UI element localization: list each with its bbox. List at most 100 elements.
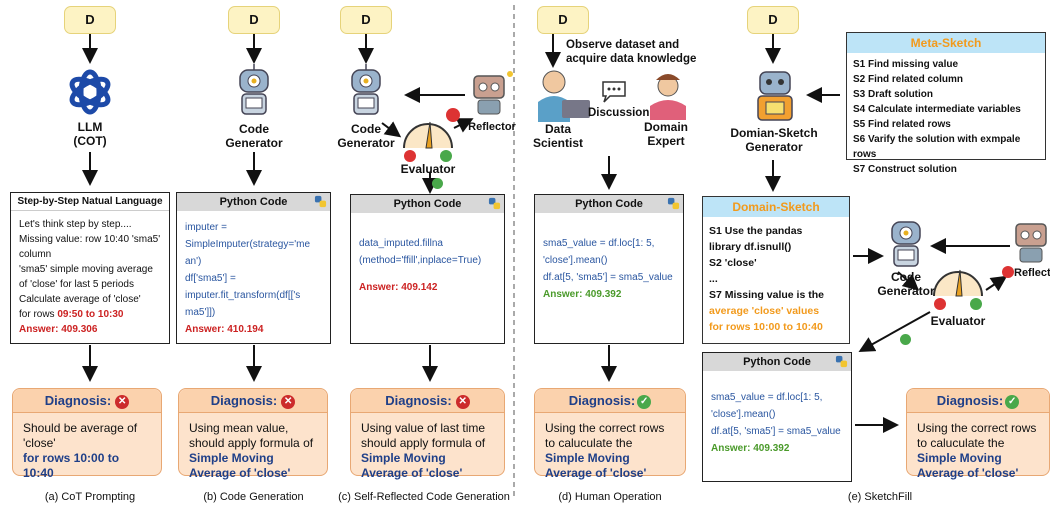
card-title-text: Python Code xyxy=(393,198,462,210)
data-box-c: D xyxy=(340,6,392,34)
code-generator-label: Code Generator xyxy=(877,270,935,298)
data-scientist-text: Data Scientist xyxy=(532,122,583,150)
diagnosis-bold: Simple Moving Average of 'close' xyxy=(361,451,463,480)
domain-step: ... xyxy=(709,273,718,285)
code-generator-robot-icon xyxy=(351,64,381,115)
code-line: ma5']]) xyxy=(185,307,216,318)
evaluator-gauge-icon xyxy=(933,269,983,310)
diagnosis-text: Should be average of 'close' xyxy=(23,421,138,450)
data-box-e: D xyxy=(747,6,799,34)
discussion-label: Discussion xyxy=(588,107,650,119)
diagnosis-title: Diagnosis: xyxy=(385,393,452,408)
code-line: 'close'].mean() xyxy=(543,255,608,266)
llm-label: LLM (COT) xyxy=(73,120,107,148)
cot-rows-prefix: for rows xyxy=(19,309,58,320)
diagnosis-bold: Simple Moving Average of 'close' xyxy=(917,451,1019,480)
evaluator-label: Evaluator xyxy=(400,162,456,176)
diagnosis-body: Using value of last time should apply fo… xyxy=(351,413,504,489)
answer-text: Answer: 409.306 xyxy=(19,324,98,335)
domain-expert-icon xyxy=(650,74,686,120)
sketch-generator-robot-icon xyxy=(757,71,793,121)
diagnosis-header: Diagnosis:✓ xyxy=(907,389,1049,413)
python-icon xyxy=(314,195,327,208)
natural-language-card: Step-by-Step Natual Language Let's think… xyxy=(10,192,170,344)
meta-sketch-title: Meta-Sketch xyxy=(847,33,1045,53)
code-generator-robot-icon xyxy=(891,221,921,267)
data-box-a: D xyxy=(64,6,116,34)
data-box-d: D xyxy=(537,6,589,34)
domain-step-highlight: for rows 10:00 to 10:40 xyxy=(709,321,823,333)
code-line: 'close'].mean() xyxy=(711,409,776,420)
meta-step: S6 Varify the solution with exmpale rows xyxy=(853,134,1021,160)
code-generator-label: Code Generator xyxy=(337,122,395,150)
check-icon: ✓ xyxy=(1005,394,1020,409)
diagnosis-title: Diagnosis: xyxy=(936,393,1004,408)
reflector-label: Reflector xyxy=(468,121,516,133)
answer-text: Answer: 410.194 xyxy=(185,324,264,335)
caption-e: (e) SketchFill xyxy=(847,491,913,503)
sketch-generator-label: Domian-Sketch Generator xyxy=(730,126,818,154)
code-generator-robot-icon xyxy=(239,64,269,115)
diagnosis-header: Diagnosis:✕ xyxy=(351,389,504,413)
meta-step: S3 Draft solution xyxy=(853,89,934,100)
code-line: SimpleImputer(strategy='me xyxy=(185,239,311,250)
code-body: imputer = SimpleImputer(strategy='me an'… xyxy=(177,211,330,346)
diagnosis-title: Diagnosis: xyxy=(210,393,278,408)
cot-line: Let's think step by step.... xyxy=(19,219,132,230)
diagnosis-text: Using mean value, should apply formula o… xyxy=(189,421,314,450)
diagnosis-box-b: Diagnosis:✕ Using mean value, should app… xyxy=(178,388,328,480)
sad-face-icon xyxy=(1002,266,1014,278)
code-line: sma5_value = df.loc[1: 5, xyxy=(711,392,823,403)
domain-step-highlight: average 'close' values xyxy=(709,305,820,317)
check-icon: ✓ xyxy=(637,394,652,409)
card-body: Let's think step by step.... Missing val… xyxy=(11,211,169,343)
answer-text: Answer: 409.392 xyxy=(543,289,622,300)
code-body: sma5_value = df.loc[1: 5, 'close'].mean(… xyxy=(703,371,851,465)
code-body: data_imputed.fillna (method='ffill',inpl… xyxy=(351,213,504,304)
diagnosis-bold: for rows 10:00 to 10:40 xyxy=(23,451,120,480)
happy-face-icon xyxy=(432,178,443,189)
python-code-card-e: Python Code sma5_value = df.loc[1: 5, 'c… xyxy=(702,352,852,482)
cross-icon: ✕ xyxy=(281,394,296,409)
meta-step: S5 Find related rows xyxy=(853,119,951,130)
diagnosis-body: Using the correct rows to caluculate the… xyxy=(535,413,685,489)
domain-step: S1 Use the pandas xyxy=(709,225,803,237)
diagnosis-box-d: Diagnosis:✓ Using the correct rows to ca… xyxy=(534,388,686,480)
code-line: (method='ffill',inplace=True) xyxy=(359,255,482,266)
cot-line: Calculate average of 'close' xyxy=(19,294,141,305)
cross-icon: ✕ xyxy=(115,394,130,409)
caption-a: (a) CoT Prompting xyxy=(44,491,136,503)
diagnosis-text: Using the correct rows to caluculate the xyxy=(545,421,665,450)
meta-step: S4 Calculate intermediate variables xyxy=(853,104,1021,115)
reflector-label: Reflector xyxy=(1014,267,1050,279)
data-box-b: D xyxy=(228,6,280,34)
domain-sketch-box: Domain-Sketch S1 Use the pandas library … xyxy=(702,196,850,344)
diagnosis-title: Diagnosis: xyxy=(44,393,112,408)
diagnosis-bold: Simple Moving Average of 'close' xyxy=(545,451,647,480)
data-scientist-icon xyxy=(538,70,590,122)
caption-b: (b) Code Generation xyxy=(203,491,304,503)
card-title-text: Python Code xyxy=(219,196,288,208)
diagnosis-box-e: Diagnosis:✓ Using the correct rows to ca… xyxy=(906,388,1050,480)
code-line: imputer = xyxy=(185,222,227,233)
code-line: imputer.fit_transform(df[['s xyxy=(185,290,301,301)
domain-step: S7 Missing value is the xyxy=(709,289,824,301)
reflector-robot-icon xyxy=(473,71,513,115)
meta-step: S1 Find missing value xyxy=(853,59,959,70)
domain-expert-label: Domain Expert xyxy=(636,120,696,148)
diagnosis-body: Using the correct rows to caluculate the… xyxy=(907,413,1049,489)
diagnosis-body: Using mean value, should apply formula o… xyxy=(179,413,327,489)
python-icon xyxy=(667,197,680,210)
answer-text: Answer: 409.142 xyxy=(359,282,438,293)
code-generator-label: Code Generator xyxy=(225,122,283,150)
evaluator-gauge-icon xyxy=(403,121,453,162)
happy-face-icon xyxy=(900,334,911,345)
card-title: Step-by-Step Natual Language xyxy=(11,193,169,211)
domain-step: S2 'close' xyxy=(709,257,757,269)
card-title-text: Python Code xyxy=(743,356,811,368)
domain-sketch-title: Domain-Sketch xyxy=(703,197,849,217)
diagnosis-body: Should be average of 'close' for rows 10… xyxy=(13,413,161,489)
diagnosis-text: Using the correct rows to caluculate the xyxy=(917,421,1037,450)
diagnosis-text: Using value of last time should apply fo… xyxy=(361,421,486,450)
evaluator-label: Evaluator xyxy=(930,314,986,328)
